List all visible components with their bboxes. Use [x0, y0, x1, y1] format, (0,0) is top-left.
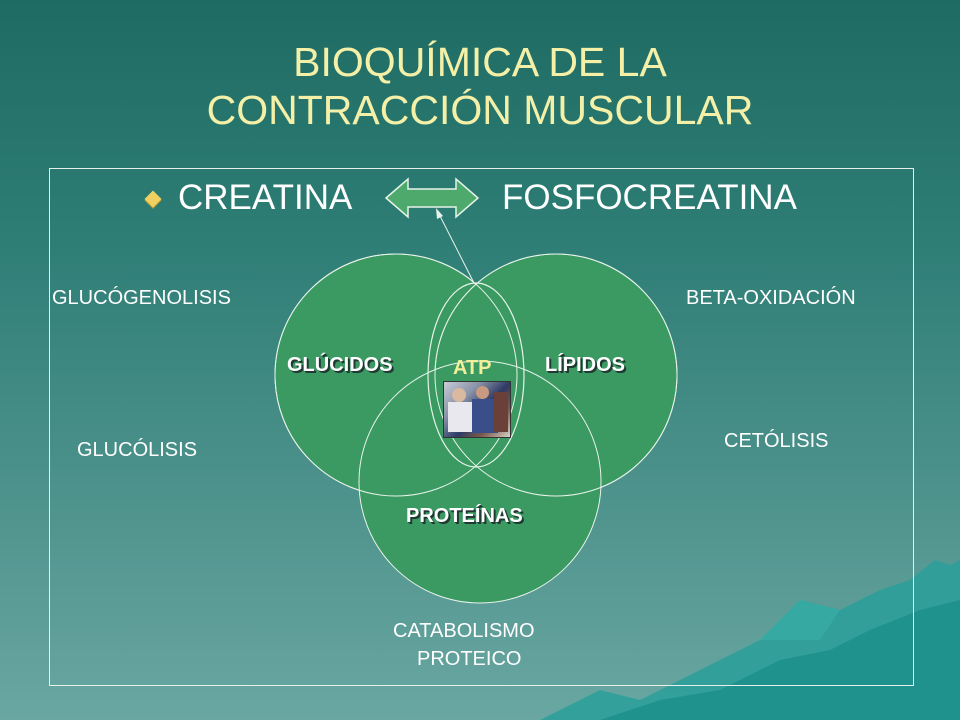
- glucidos-label: GLÚCIDOS: [287, 354, 393, 376]
- fosfocreatina-term: FOSFOCREATINA: [502, 178, 797, 217]
- title-line-2: CONTRACCIÓN MUSCULAR: [206, 87, 754, 133]
- double-arrow-icon: [384, 177, 480, 219]
- athletes-photo: [443, 381, 511, 438]
- creatina-term: CREATINA: [178, 178, 353, 217]
- pointer-line: [437, 211, 475, 284]
- beta-oxidacion-label: BETA-OXIDACIÓN: [686, 287, 856, 309]
- bullet-row: CREATINA FOSFOCREATINA: [0, 176, 960, 220]
- cetolisis-label: CETÓLISIS: [724, 430, 829, 452]
- glucolisis-label: GLUCÓLISIS: [77, 439, 198, 461]
- catabolismo-label-line1: CATABOLISMO: [393, 620, 535, 642]
- lipidos-label: LÍPIDOS: [545, 354, 626, 376]
- glucogenolisis-label: GLUCÓGENOLISIS: [52, 287, 231, 309]
- title-line-1: BIOQUÍMICA DE LA: [293, 39, 667, 85]
- proteinas-circle: [358, 360, 602, 604]
- content-frame: [49, 168, 914, 686]
- pointer-arrowhead-icon: [436, 208, 443, 219]
- atp-ellipse: [427, 282, 525, 468]
- slide-title: BIOQUÍMICA DE LA CONTRACCIÓN MUSCULAR: [0, 38, 960, 134]
- atp-label: ATP: [453, 357, 492, 379]
- catabolismo-label-line2: PROTEICO: [417, 648, 522, 670]
- proteinas-label: PROTEÍNAS: [406, 505, 523, 527]
